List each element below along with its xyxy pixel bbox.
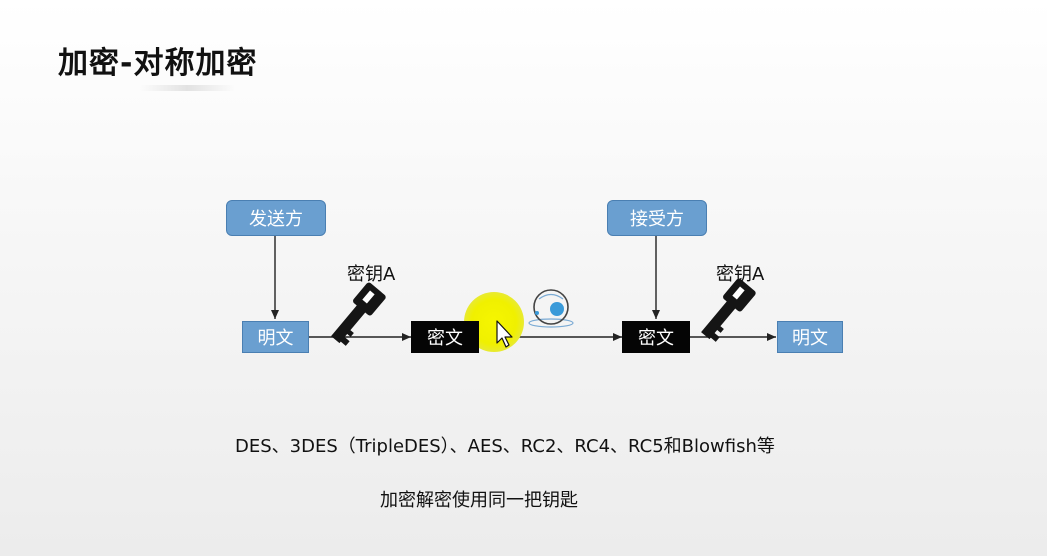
title-underline: [140, 85, 235, 91]
plaintext-right-box: 明文: [777, 321, 843, 353]
slide-title: 加密-对称加密: [58, 46, 258, 81]
sender-box: 发送方: [226, 200, 326, 236]
receiver-box: 接受方: [607, 200, 707, 236]
ciphertext-left-box: 密文: [411, 321, 479, 353]
network-icon: [528, 289, 574, 328]
key-icon: [701, 278, 756, 342]
key-icon: [331, 282, 386, 346]
key-right-label: 密钥A: [716, 264, 765, 285]
ciphertext-right-box: 密文: [622, 321, 690, 353]
algorithm-list: DES、3DES（TripleDES）、AES、RC2、RC4、RC5和Blow…: [235, 436, 775, 457]
key-left-label: 密钥A: [347, 264, 396, 285]
same-key-note: 加密解密使用同一把钥匙: [380, 490, 578, 511]
plaintext-left-box: 明文: [242, 321, 309, 353]
mouse-cursor-icon: [496, 320, 513, 348]
